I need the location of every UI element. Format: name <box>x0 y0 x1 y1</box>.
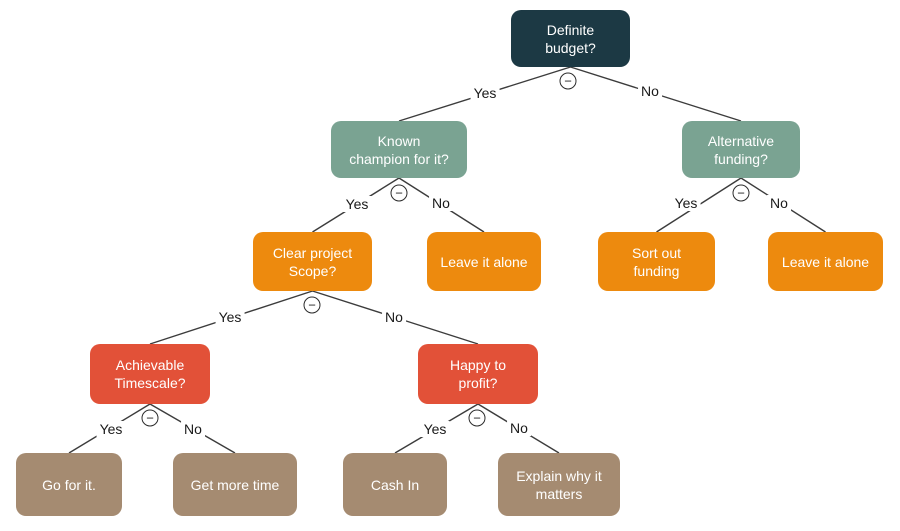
minus-circle-icon: − <box>308 297 316 313</box>
node-leave-it-alone-left[interactable]: Leave it alone <box>427 232 541 291</box>
branch-label-definite-budget-no: No <box>638 83 662 99</box>
node-sort-out-funding[interactable]: Sort out funding <box>598 232 715 291</box>
node-leave-it-alone-right[interactable]: Leave it alone <box>768 232 883 291</box>
minus-circle-icon: − <box>146 410 154 426</box>
collapse-toggle-alternative-funding[interactable]: − <box>732 184 750 202</box>
branch-label-alternative-funding-yes: Yes <box>671 195 701 211</box>
collapse-toggle-happy-to-profit[interactable]: − <box>468 409 486 427</box>
minus-circle-icon: − <box>564 73 572 89</box>
collapse-toggle-known-champion[interactable]: − <box>390 184 408 202</box>
minus-circle-icon: − <box>737 185 745 201</box>
branch-label-definite-budget-yes: Yes <box>470 85 500 101</box>
node-definite-budget[interactable]: Definite budget? <box>511 10 630 67</box>
branch-label-happy-to-profit-no: No <box>507 420 531 436</box>
node-achievable-timescale[interactable]: Achievable Timescale? <box>90 344 210 404</box>
node-cash-in[interactable]: Cash In <box>343 453 447 516</box>
node-alternative-funding[interactable]: Alternative funding? <box>682 121 800 178</box>
node-known-champion[interactable]: Known champion for it? <box>331 121 467 178</box>
node-happy-to-profit[interactable]: Happy to profit? <box>418 344 538 404</box>
node-go-for-it[interactable]: Go for it. <box>16 453 122 516</box>
collapse-toggle-clear-project-scope[interactable]: − <box>303 296 321 314</box>
node-get-more-time[interactable]: Get more time <box>173 453 297 516</box>
minus-circle-icon: − <box>473 410 481 426</box>
branch-label-happy-to-profit-yes: Yes <box>420 421 450 437</box>
branch-label-achievable-timescale-no: No <box>181 421 205 437</box>
branch-label-alternative-funding-no: No <box>767 195 791 211</box>
branch-label-achievable-timescale-yes: Yes <box>96 421 126 437</box>
minus-circle-icon: − <box>395 185 403 201</box>
node-explain-why-it-matters[interactable]: Explain why it matters <box>498 453 620 516</box>
branch-label-known-champion-no: No <box>429 195 453 211</box>
collapse-toggle-achievable-timescale[interactable]: − <box>141 409 159 427</box>
collapse-toggle-definite-budget[interactable]: − <box>559 72 577 90</box>
node-clear-project-scope[interactable]: Clear project Scope? <box>253 232 372 291</box>
branch-label-clear-scope-no: No <box>382 309 406 325</box>
branch-label-known-champion-yes: Yes <box>342 196 372 212</box>
branch-label-clear-scope-yes: Yes <box>215 309 245 325</box>
